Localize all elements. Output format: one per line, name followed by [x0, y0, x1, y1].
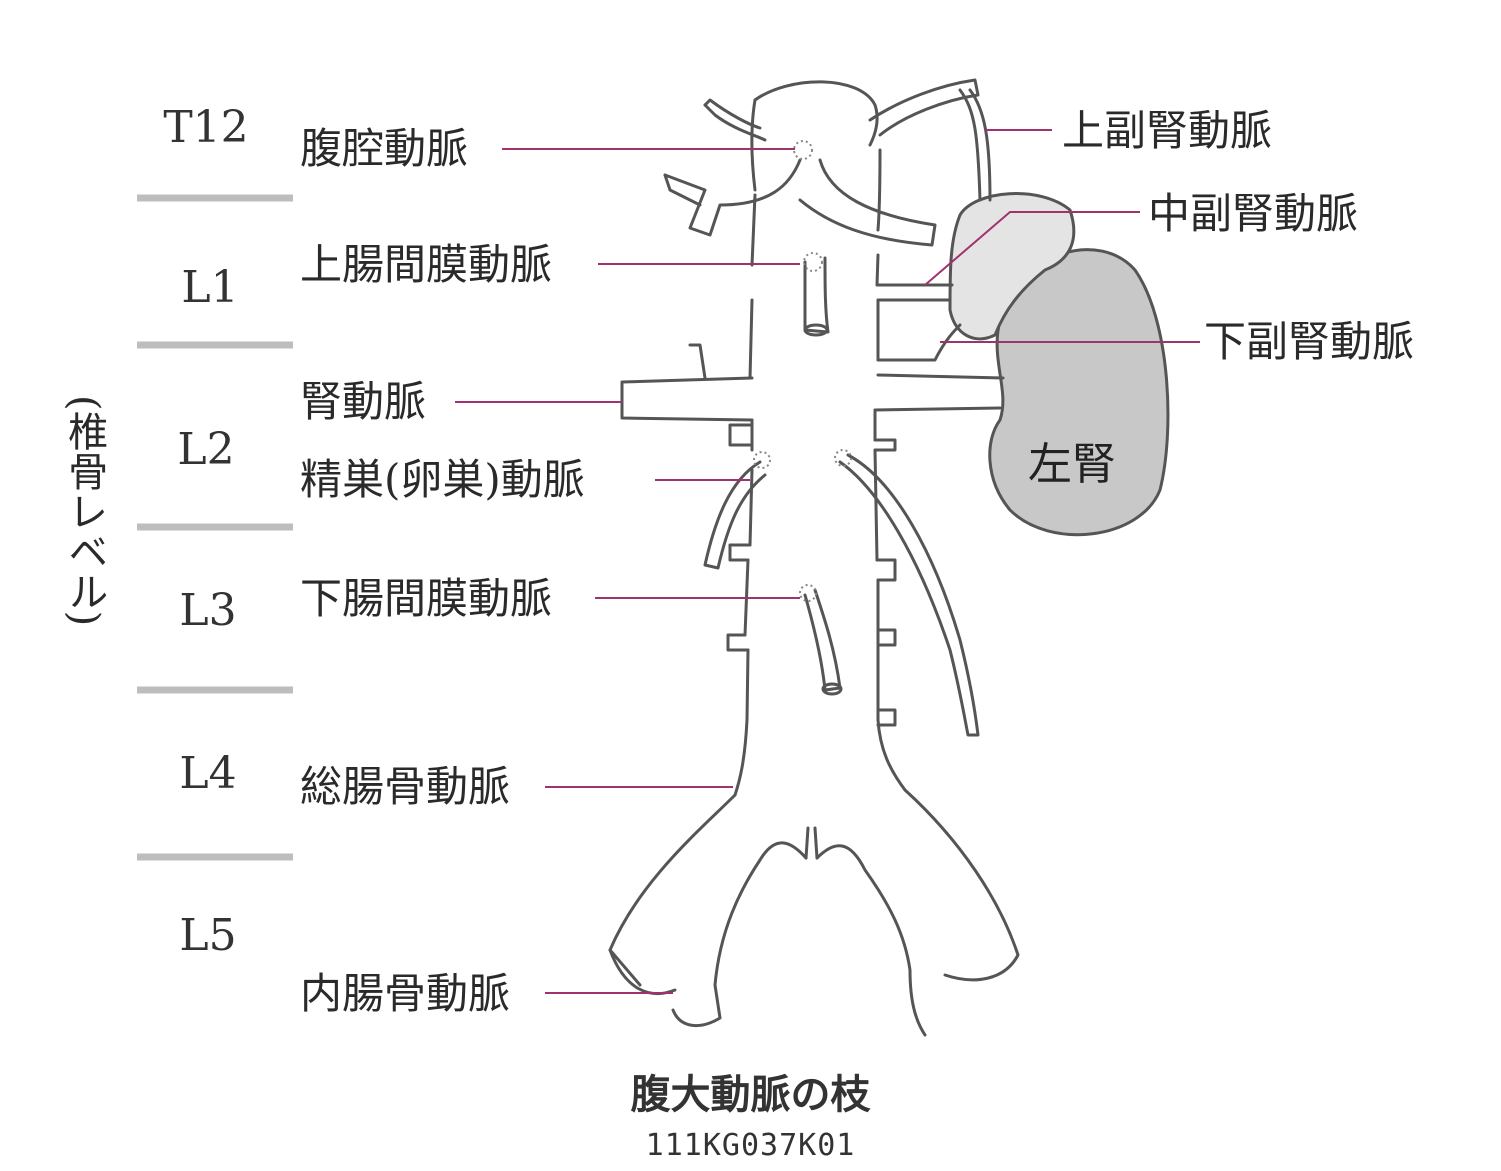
label-inferior-suprarenal-artery: 下副腎動脈 [1204, 317, 1415, 366]
label-superior-suprarenal-artery: 上副腎動脈 [1062, 106, 1273, 155]
figure-code: 111KG037K01 [645, 1128, 856, 1163]
level-l4: L4 [179, 748, 237, 799]
label-middle-suprarenal-artery: 中副腎動脈 [1148, 189, 1359, 238]
label-left-kidney: 左腎 [1028, 439, 1116, 490]
level-l1: L1 [181, 262, 239, 313]
label-gonadal-artery: 精巣(卵巣)動脈 [300, 455, 585, 504]
label-superior-mesenteric-artery: 上腸間膜動脈 [300, 240, 553, 289]
leader-lines [455, 129, 1200, 994]
level-dividers [137, 194, 293, 861]
adrenal-gland-shape [948, 192, 1076, 341]
label-internal-iliac-artery: 内腸骨動脈 [300, 969, 511, 1018]
leader-middle-suprarenal [924, 211, 1140, 286]
vertebra-level-caption: (椎骨レベル) [61, 395, 108, 627]
label-common-iliac-artery: 総腸骨動脈 [300, 762, 511, 811]
label-inferior-mesenteric-artery: 下腸間膜動脈 [300, 574, 553, 623]
level-l3: L3 [179, 585, 237, 636]
label-celiac-artery: 腹腔動脈 [300, 124, 469, 173]
level-l5: L5 [179, 910, 237, 961]
aorta-outline [608, 78, 1020, 1037]
diagram-title: 腹大動脈の枝 [630, 1072, 871, 1118]
level-l2: L2 [177, 424, 235, 475]
left-kidney-shape [988, 248, 1170, 537]
level-t12: T12 [163, 102, 249, 153]
branch-origins [753, 140, 852, 602]
label-renal-artery: 腎動脈 [300, 377, 427, 426]
